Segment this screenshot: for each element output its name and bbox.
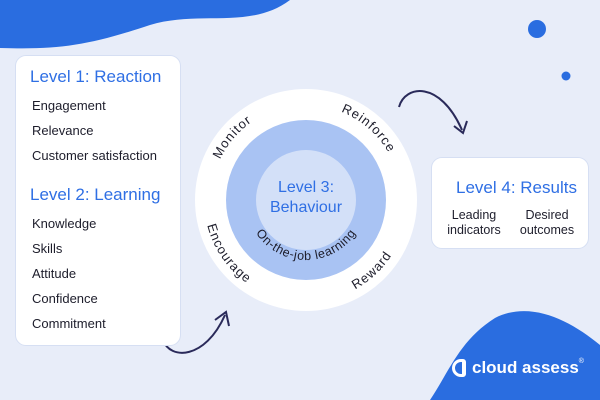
level4-card: Level 4: Results Leading indicators Desi… (432, 158, 588, 248)
decor-dot-small (561, 71, 571, 81)
level4-item: Desired outcomes (516, 208, 578, 238)
list-item: Relevance (32, 123, 94, 138)
list-item: Customer satisfaction (32, 148, 157, 163)
list-item: Attitude (32, 266, 77, 281)
level4-item-line: Desired (525, 208, 569, 222)
arrow-to-level4-head (453, 120, 468, 135)
top-left-blob (0, 0, 290, 49)
level1-2-card: Level 1: Reaction Engagement Relevance C… (16, 56, 180, 345)
registered-mark: ® (578, 358, 584, 365)
level1-title: Level 1: Reaction (30, 67, 162, 86)
level3-title-line1: Level 3: (278, 179, 334, 196)
list-item: Confidence (32, 291, 98, 306)
arrow-to-level3 (162, 314, 226, 354)
level4-item: Leading indicators (444, 208, 504, 238)
level4-title: Level 4: Results (456, 178, 577, 197)
brand-logo: cloud assess ® (452, 358, 584, 378)
cloud-assess-logo-icon (452, 359, 466, 377)
list-item: Skills (32, 241, 63, 256)
level2-title: Level 2: Learning (30, 185, 161, 204)
decor-dot-large (528, 20, 546, 38)
list-item: Knowledge (32, 216, 97, 231)
core-circle (256, 150, 356, 250)
list-item: Commitment (32, 316, 106, 331)
level4-item-line: Leading (451, 208, 497, 222)
bottom-right-blob (430, 311, 600, 400)
arrow-to-level3-head (214, 310, 230, 327)
level4-item-line: indicators (447, 223, 501, 237)
arrow-to-level4 (398, 90, 463, 131)
list-item: Engagement (32, 98, 106, 113)
level3-title-line2: Behaviour (270, 199, 343, 216)
level4-item-line: outcomes (519, 223, 575, 237)
brand-name: cloud assess (472, 358, 579, 377)
